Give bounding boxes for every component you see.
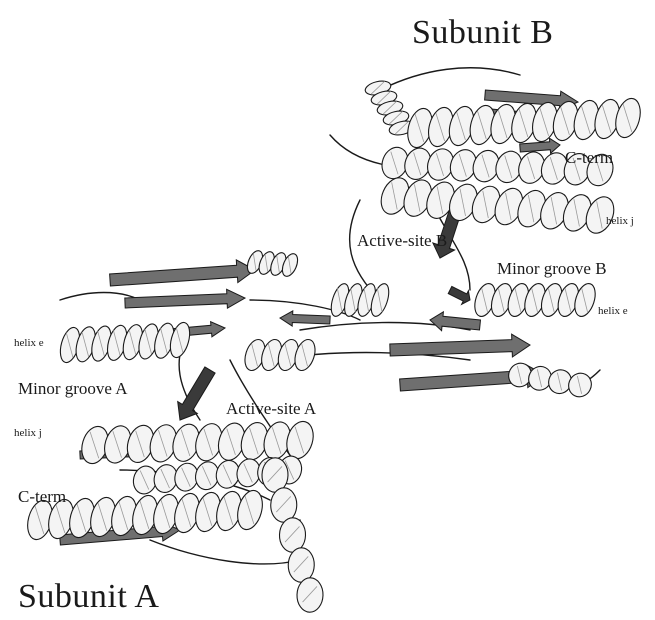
helix-a-top (244, 248, 300, 278)
helix-b-1 (404, 96, 645, 151)
helix-b-active (328, 282, 392, 319)
helix-a-active (241, 337, 318, 373)
minor-groove-a-label: Minor groove A (18, 380, 128, 397)
strand-b-7 (448, 286, 470, 304)
helix-b-e (471, 281, 599, 319)
strand-a-4 (280, 311, 330, 326)
helix-j-a-label: helix j (14, 428, 42, 439)
minor-groove-b-label: Minor groove B (497, 260, 607, 277)
coil-b1 (380, 68, 520, 90)
c-term-b-label: C-term (565, 149, 613, 166)
helix-b-end (505, 359, 596, 401)
helix-e-b-label: helix e (598, 306, 628, 317)
active-site-b-label: Active-site B (357, 232, 447, 249)
strand-b-4 (430, 312, 481, 331)
helix-e-a-label: helix e (14, 338, 44, 349)
helix-a-e (57, 320, 193, 364)
active-site-a-label: Active-site A (226, 400, 316, 417)
c-term-a-label: C-term (18, 488, 66, 505)
strand-a-active (178, 367, 215, 420)
helix-j-b-label: helix j (606, 216, 634, 227)
coil-a4 (150, 540, 300, 564)
helix-b-j (376, 174, 619, 238)
strand-a-1 (110, 260, 255, 286)
subunit-a-label: Subunit A (18, 580, 159, 614)
subunit-b-label: Subunit B (412, 16, 553, 50)
strand-b-5 (390, 334, 530, 357)
strand-a-2 (125, 289, 245, 308)
